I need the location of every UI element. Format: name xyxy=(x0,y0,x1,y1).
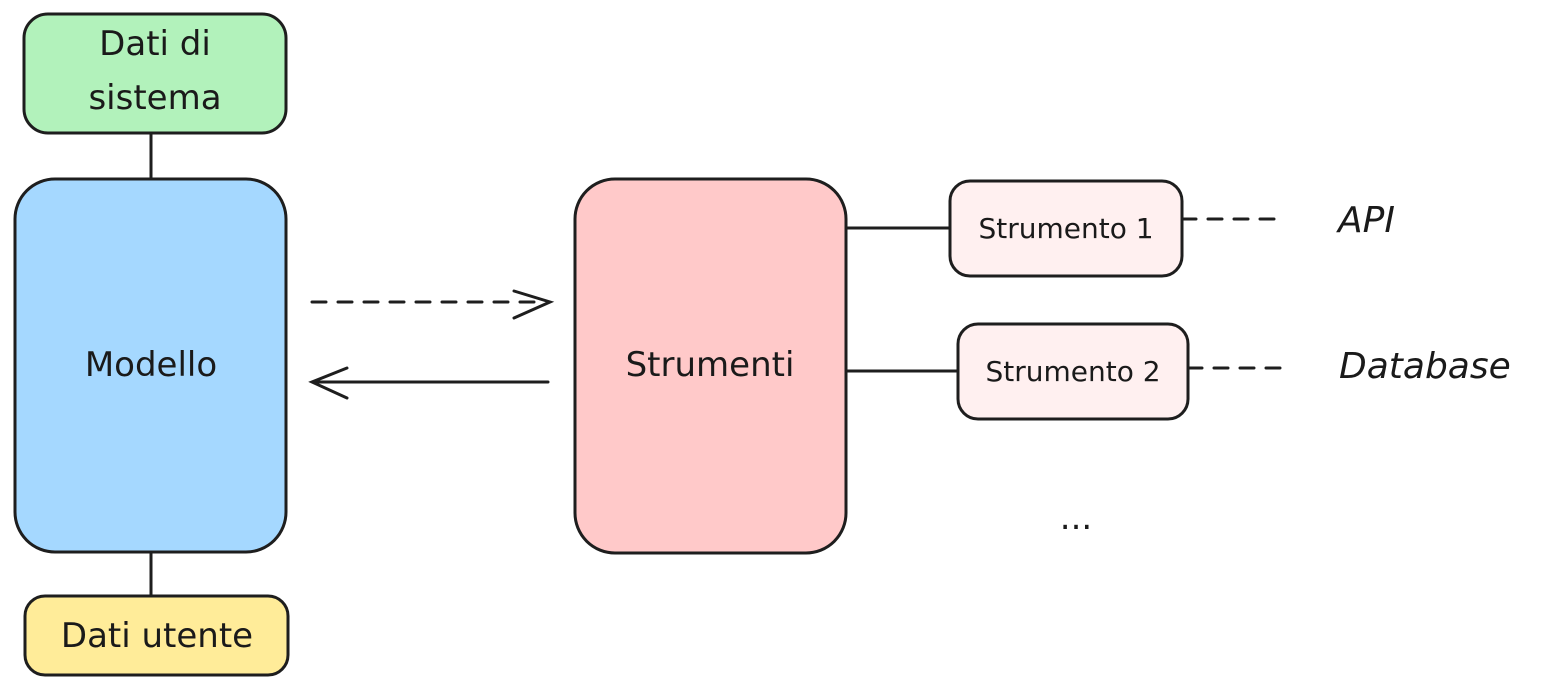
svg-text:sistema: sistema xyxy=(88,78,221,118)
node-system-data-line1: Dati di xyxy=(99,24,211,64)
node-tool2-label: Strumento 2 xyxy=(985,355,1160,388)
node-tool1: Strumento 1 xyxy=(948,179,1184,278)
node-model-box xyxy=(13,177,288,554)
node-user-data: Dati utente xyxy=(23,594,290,677)
node-user-data-box xyxy=(23,594,290,677)
node-user-data-label: Dati utente xyxy=(61,616,253,656)
edge-tools-to-model-arrow xyxy=(308,366,550,400)
node-tool2: Strumento 2 xyxy=(956,322,1190,421)
edge-model-to-tools-dashed-arrow xyxy=(310,289,555,320)
node-system-data: Dati di sistema xyxy=(22,12,288,135)
node-system-data-box xyxy=(22,12,288,135)
node-model: Modello xyxy=(13,177,288,554)
node-system-data-line2: sistema xyxy=(88,78,221,118)
node-tool1-box xyxy=(948,179,1184,278)
api-label: API xyxy=(1336,200,1395,241)
database-label: Database xyxy=(1339,346,1511,387)
more-tools-ellipsis: ... xyxy=(1060,498,1092,538)
node-tool2-box xyxy=(956,322,1190,421)
node-tools: Strumenti xyxy=(573,177,848,555)
node-tool1-label: Strumento 1 xyxy=(978,212,1153,245)
node-model-label: Modello xyxy=(85,345,217,385)
node-tools-box xyxy=(573,177,848,555)
svg-text:Dati di: Dati di xyxy=(99,24,211,64)
node-tools-label: Strumenti xyxy=(626,345,795,385)
